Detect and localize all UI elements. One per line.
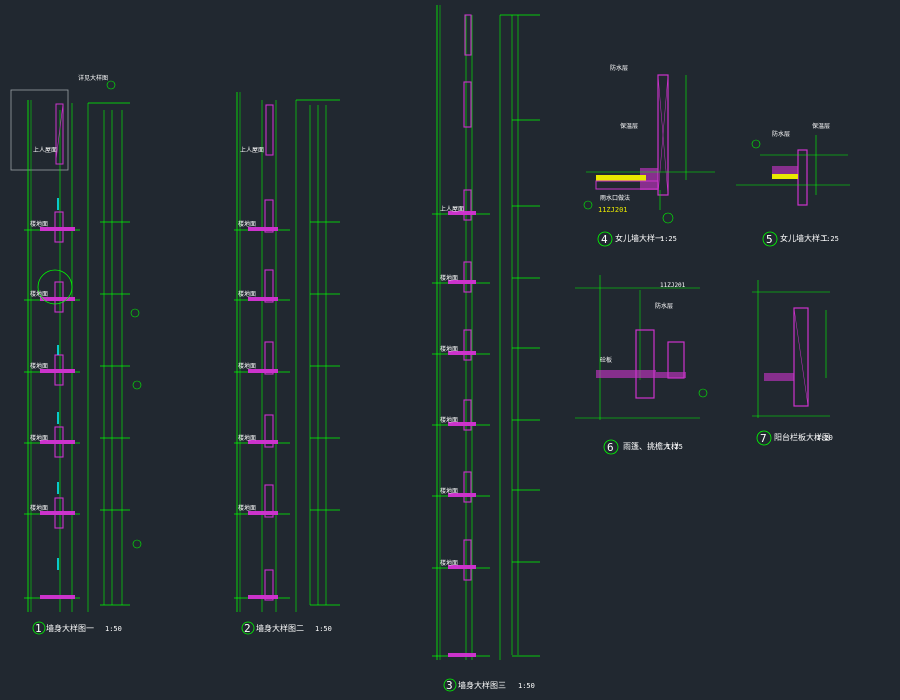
wall-section-3: 上人屋面 楼地面 楼地面 楼地面 楼地面 楼地面 bbox=[432, 5, 540, 660]
wall-section-2: 上人屋面 楼地面 楼地面 楼地面 楼地面 楼地面 bbox=[234, 92, 340, 612]
label-roof: 上人屋面 bbox=[33, 146, 57, 154]
label-floor: 楼地面 bbox=[30, 362, 48, 370]
detail-scale: 1:25 bbox=[822, 235, 839, 243]
detail-5-parapet: 防水层 保温层 bbox=[736, 122, 850, 206]
detail-7-balcony bbox=[752, 280, 830, 418]
wall-section-1: 上人屋面 楼地面 楼地面 楼地面 楼地面 楼地面 详见大样图 bbox=[10, 74, 142, 612]
label-waterproof: 防水层 bbox=[610, 64, 628, 72]
section-title: 墙身大样图一 bbox=[46, 623, 94, 633]
detail-number: 4 bbox=[601, 233, 608, 246]
label-floor: 楼地面 bbox=[238, 362, 256, 370]
section-scale: 1:50 bbox=[315, 625, 332, 633]
label-floor: 楼地面 bbox=[30, 290, 48, 298]
label-waterproof: 防水层 bbox=[772, 130, 790, 138]
detail-title: 女儿墙大样一 bbox=[615, 233, 663, 243]
label-parapet-callout: 详见大样图 bbox=[78, 74, 108, 82]
section-number: 3 bbox=[446, 679, 453, 692]
label-insulation: 保温层 bbox=[812, 122, 830, 130]
detail-number: 5 bbox=[766, 233, 773, 246]
detail-title: 女儿墙大样二 bbox=[780, 233, 828, 243]
section-scale: 1:50 bbox=[105, 625, 122, 633]
detail-scale: 1:25 bbox=[660, 235, 677, 243]
label-concrete: 砼板 bbox=[600, 356, 612, 364]
detail-scale: 1:25 bbox=[666, 443, 683, 451]
detail-scale: 1:20 bbox=[816, 434, 833, 442]
label-waterproof: 防水层 bbox=[655, 302, 673, 310]
label-floor: 楼地面 bbox=[440, 559, 458, 567]
detail-number: 6 bbox=[607, 441, 614, 454]
detail-title-7: 7 阳台栏板大样图 1:20 bbox=[756, 430, 833, 446]
section-title-1: 1 墙身大样图一 1:50 bbox=[32, 621, 122, 635]
label-floor: 楼地面 bbox=[238, 220, 256, 228]
section-title-3: 3 墙身大样图三 1:50 bbox=[443, 678, 535, 692]
detail-title-5: 5 女儿墙大样二 1:25 bbox=[762, 231, 839, 247]
label-floor: 楼地面 bbox=[30, 220, 48, 228]
label-roof: 上人屋面 bbox=[240, 146, 264, 154]
section-title: 墙身大样图三 bbox=[458, 680, 506, 690]
viewport-frame bbox=[10, 89, 69, 171]
label-floor: 楼地面 bbox=[440, 345, 458, 353]
label-floor: 楼地面 bbox=[440, 274, 458, 282]
label-detail-ref: 11ZJ201 bbox=[660, 282, 686, 289]
section-number: 1 bbox=[35, 622, 42, 635]
label-insulation: 保温层 bbox=[620, 122, 638, 130]
section-number: 2 bbox=[244, 622, 251, 635]
detail-title-6: 6 雨篷、挑檐大样 1:25 bbox=[603, 439, 683, 455]
detail-title-4: 4 女儿墙大样一 1:25 bbox=[597, 231, 677, 247]
label-drain: 雨水口做法 bbox=[600, 194, 630, 202]
label-floor: 楼地面 bbox=[238, 504, 256, 512]
detail-title: 阳台栏板大样图 bbox=[774, 432, 830, 442]
detail-4-parapet: 防水层 保温层 雨水口做法 11ZJ201 bbox=[583, 64, 715, 224]
label-floor: 楼地面 bbox=[238, 290, 256, 298]
section-scale: 1:50 bbox=[518, 682, 535, 690]
label-floor: 楼地面 bbox=[440, 416, 458, 424]
section-title: 墙身大样图二 bbox=[256, 623, 304, 633]
label-roof: 上人屋面 bbox=[440, 205, 464, 213]
label-floor: 楼地面 bbox=[238, 434, 256, 442]
detail-6-canopy: 11ZJ201 砼板 防水层 bbox=[575, 275, 708, 420]
detail-number: 7 bbox=[760, 432, 767, 445]
label-floor: 楼地面 bbox=[30, 434, 48, 442]
label-detail-ref: 11ZJ201 bbox=[598, 206, 628, 214]
label-floor: 楼地面 bbox=[30, 504, 48, 512]
detail-title: 雨篷、挑檐大样 bbox=[623, 441, 679, 451]
label-floor: 楼地面 bbox=[440, 487, 458, 495]
section-title-2: 2 墙身大样图二 1:50 bbox=[241, 621, 332, 635]
